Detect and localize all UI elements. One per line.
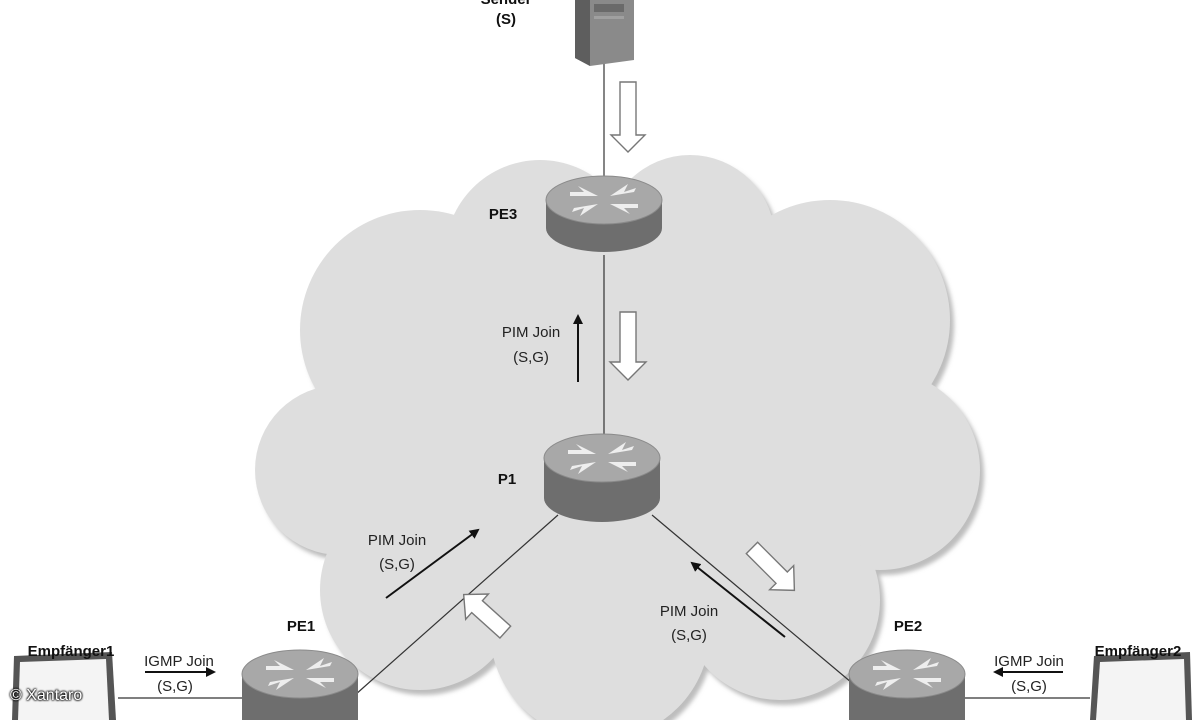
links [118, 60, 1090, 699]
sender-label: Sender [481, 0, 532, 8]
flow-arrow-down-top [609, 81, 647, 153]
pim-arrow-pe2 [690, 561, 786, 638]
sender-sub-label: (S) [496, 11, 516, 28]
pim-join-pe1-line1: PIM Join [368, 532, 426, 549]
pim-join-pe2-line2: (S,G) [671, 627, 707, 644]
flow-arrow-down-middle [608, 311, 648, 381]
router-icon-pe3 [545, 175, 663, 252]
monitor-icon-receiver1 [12, 652, 116, 720]
igmp-join-left-line1: IGMP Join [144, 653, 214, 670]
data-flow-arrows [462, 81, 796, 640]
igmp-join-right-line1: IGMP Join [994, 653, 1064, 670]
router-icon-pe2 [848, 649, 966, 720]
igmp-join-right-line2: (S,G) [1011, 678, 1047, 695]
flow-arrow-down-right [745, 541, 796, 592]
pim-arrow-pe1 [385, 528, 480, 599]
pe3-label: PE3 [489, 206, 517, 223]
pim-join-pe2-line1: PIM Join [660, 603, 718, 620]
pim-join-pe1-line2: (S,G) [379, 556, 415, 573]
monitor-icon-receiver2 [1090, 652, 1192, 720]
join-arrows [145, 314, 1063, 677]
server-icon [575, 0, 634, 66]
igmp-join-left-line2: (S,G) [157, 678, 193, 695]
receiver2-label: Empfänger2 [1095, 643, 1182, 660]
pe2-label: PE2 [894, 618, 922, 635]
p1-label: P1 [498, 471, 516, 488]
router-icon-p1 [543, 433, 661, 522]
copyright-credit: © Xantaro [10, 687, 83, 704]
pim-join-pe3-line1: PIM Join [502, 324, 560, 341]
receiver1-label: Empfänger1 [28, 643, 115, 660]
router-icon-pe1 [241, 649, 359, 720]
flow-arrow-down-left [462, 593, 512, 640]
pe1-label: PE1 [287, 618, 315, 635]
pim-join-pe3-line2: (S,G) [513, 349, 549, 366]
